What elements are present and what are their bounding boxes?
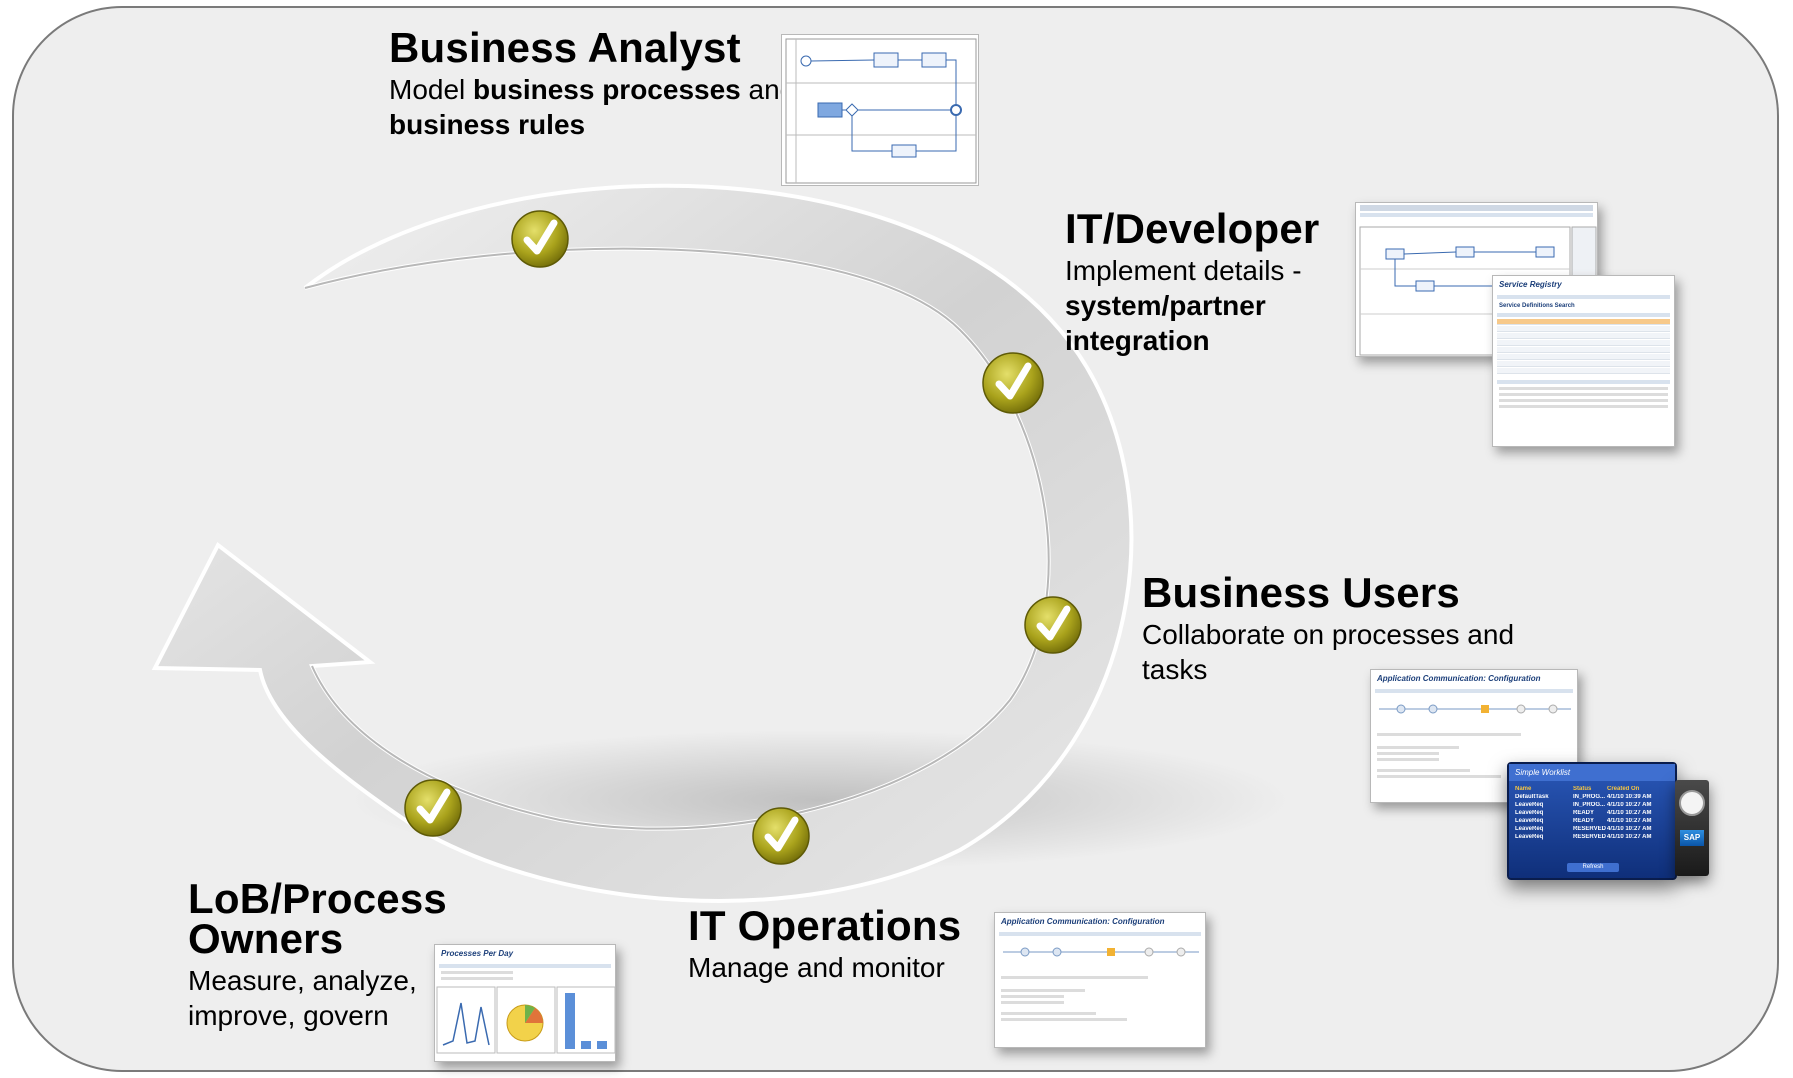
clock-icon bbox=[1679, 790, 1705, 816]
checkmark-icon-1 bbox=[511, 210, 569, 268]
checkmark-icon-3 bbox=[1024, 596, 1082, 654]
gadget-sidebar: SAP bbox=[1675, 780, 1709, 876]
checkmark-icon-4 bbox=[404, 779, 462, 837]
arrow-inner-edge bbox=[304, 247, 1050, 830]
checkmark-icon-2 bbox=[982, 352, 1044, 414]
role-description: Manage and monitor bbox=[688, 952, 945, 983]
role-business-users: Business Users Collaborate on processes … bbox=[1142, 569, 1562, 687]
service-registry-thumbnail: Service Registry Service Definitions Sea… bbox=[1492, 275, 1675, 447]
role-business-analyst: Business Analyst Model business processe… bbox=[389, 24, 796, 142]
processes-per-day-thumbnail: Processes Per Day bbox=[434, 944, 616, 1062]
role-title: Business Users bbox=[1142, 569, 1460, 616]
role-title: IT Operations bbox=[688, 902, 962, 949]
role-description: Measure, analyze,improve, govern bbox=[188, 965, 417, 1031]
wizard-steps bbox=[1003, 947, 1199, 957]
role-title: Business Analyst bbox=[389, 24, 741, 71]
sap-logo: SAP bbox=[1680, 830, 1704, 846]
process-model-diagram bbox=[785, 38, 977, 184]
app-communication-thumbnail-2: Application Communication: Configuration bbox=[994, 912, 1206, 1048]
worklist-title: Simple Worklist bbox=[1509, 764, 1675, 781]
thumbnail-title: Processes Per Day bbox=[441, 949, 514, 958]
role-description: Model business processes and business ru… bbox=[389, 74, 796, 140]
dashboard-charts bbox=[436, 986, 615, 1054]
thumbnail-title: Application Communication: Configuration bbox=[1001, 917, 1165, 926]
thumbnail-subtitle: Service Definitions Search bbox=[1499, 303, 1575, 309]
role-it-developer: IT/Developer Implement details -system/p… bbox=[1065, 205, 1365, 358]
refresh-button[interactable]: Refresh bbox=[1567, 863, 1619, 872]
role-title: IT/Developer bbox=[1065, 205, 1320, 252]
role-description: Implement details -system/partner integr… bbox=[1065, 255, 1302, 356]
process-model-thumbnail bbox=[781, 34, 979, 186]
role-description: Collaborate on processes and tasks bbox=[1142, 619, 1515, 685]
thumbnail-title: Application Communication: Configuration bbox=[1377, 674, 1541, 683]
role-it-operations: IT Operations Manage and monitor bbox=[688, 902, 962, 985]
wizard-steps bbox=[1379, 704, 1571, 714]
thumbnail-title: Service Registry bbox=[1499, 280, 1562, 289]
checkmark-icon-5 bbox=[752, 807, 810, 865]
